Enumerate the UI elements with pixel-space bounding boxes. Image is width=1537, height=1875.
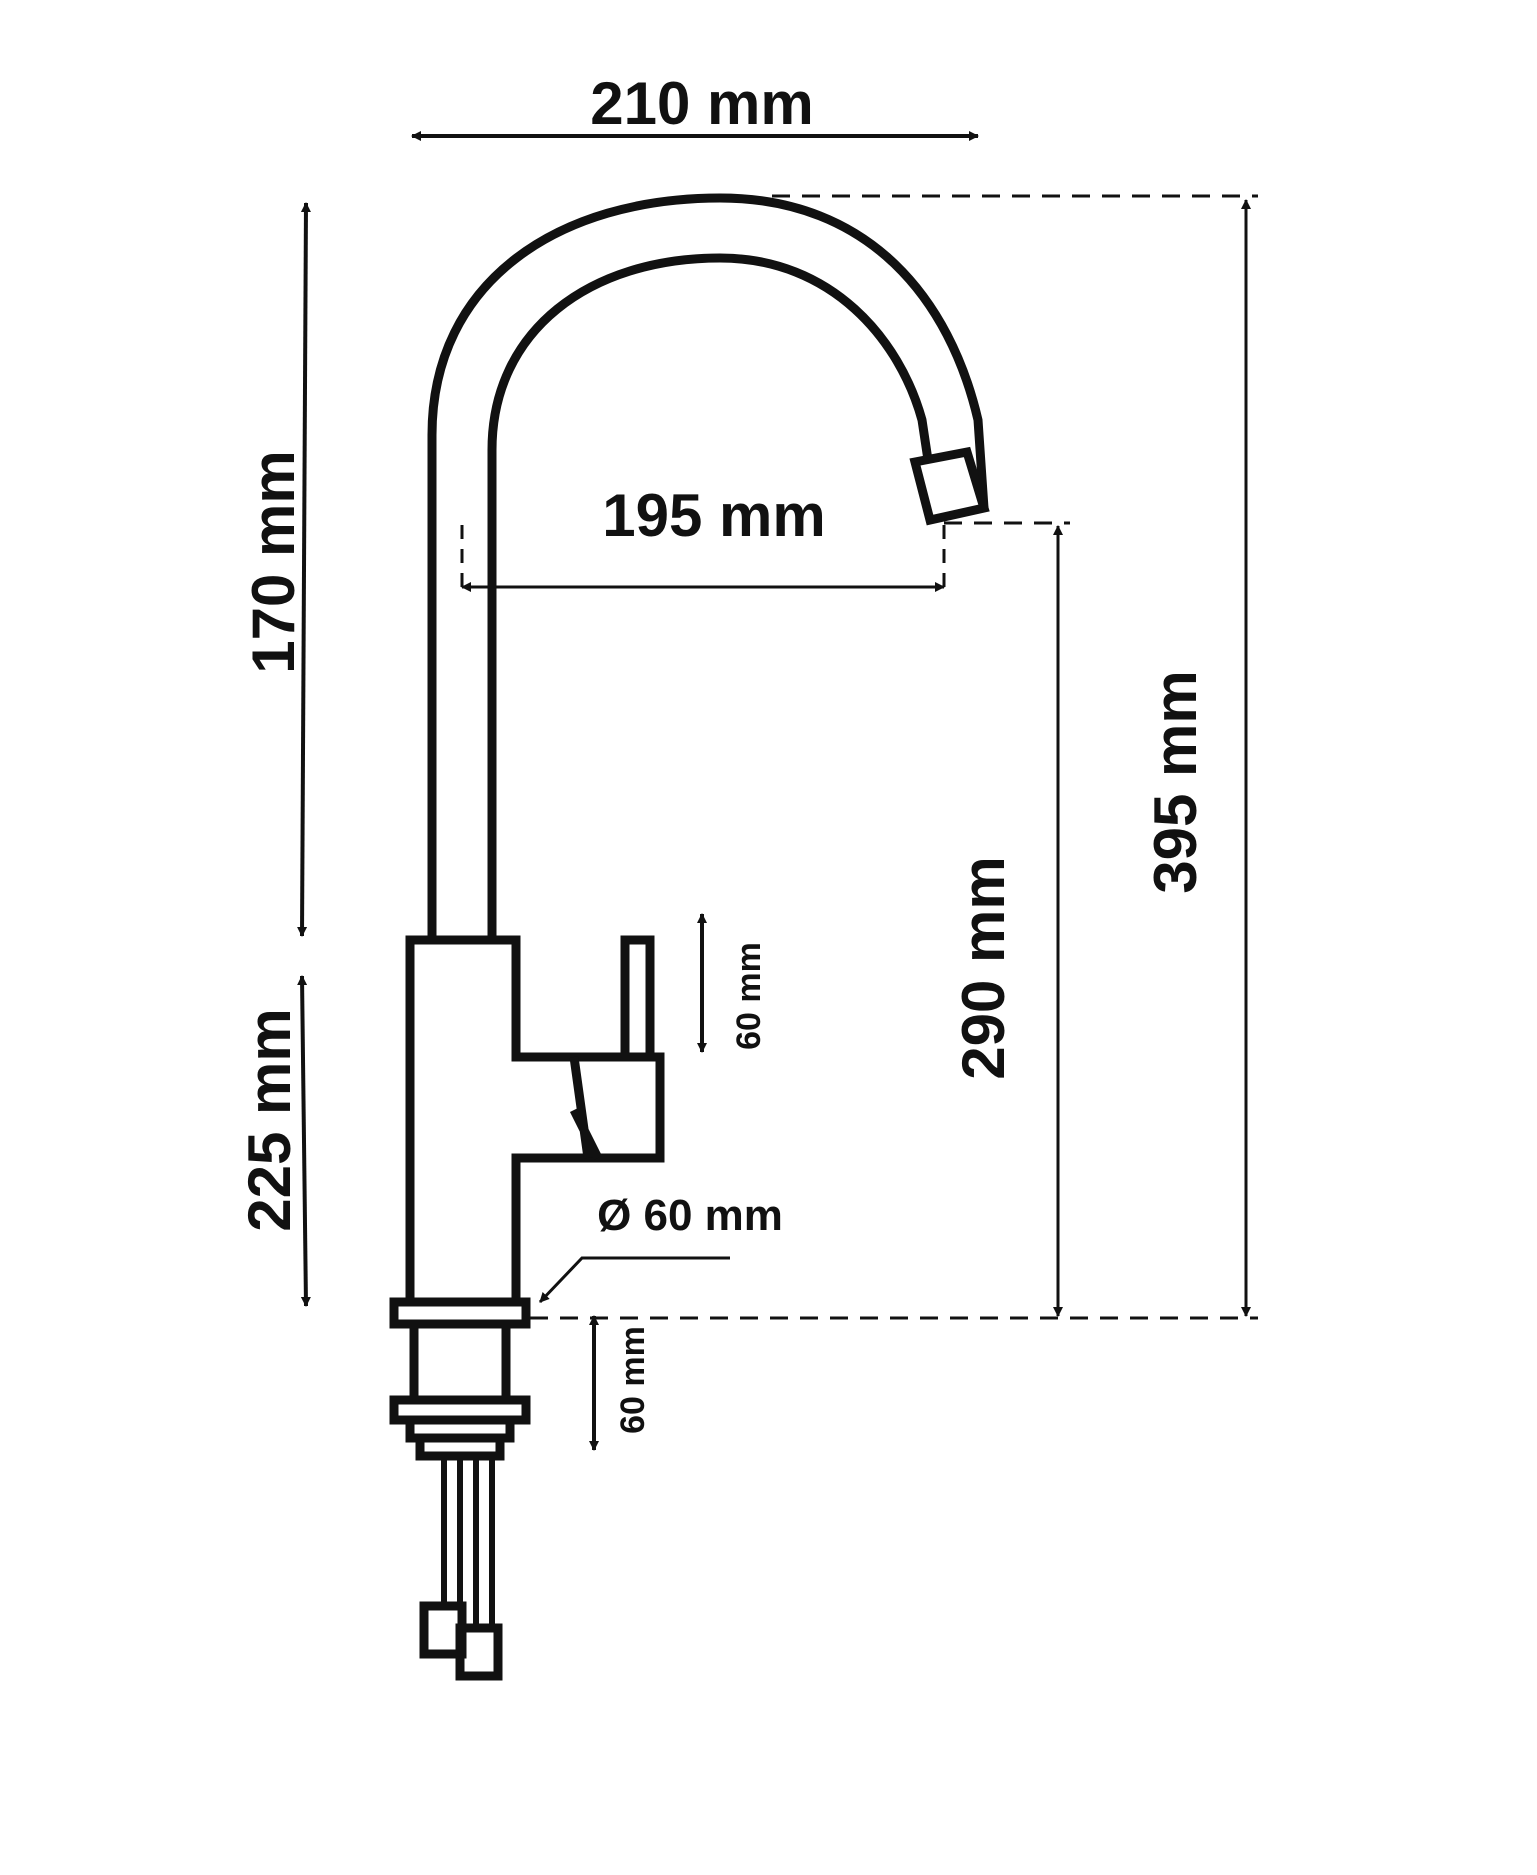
total-height-label: 395 mm bbox=[1142, 670, 1209, 893]
spout-height-arrow bbox=[297, 202, 311, 937]
hose-fitting-right bbox=[455, 1623, 503, 1681]
aerator-tip bbox=[909, 446, 990, 526]
width-total-label: 210 mm bbox=[590, 70, 813, 137]
clearance-label: 290 mm bbox=[950, 856, 1017, 1079]
lever-handle bbox=[620, 935, 655, 1062]
base-diameter-label: Ø 60 mm bbox=[597, 1191, 783, 1240]
nut-collar bbox=[415, 1433, 505, 1461]
cartridge-detail bbox=[569, 1056, 603, 1161]
body-height-arrow bbox=[297, 975, 311, 1307]
body-height-label: 225 mm bbox=[236, 1008, 303, 1231]
spout-inner-line bbox=[487, 253, 933, 940]
shank bbox=[409, 1319, 511, 1405]
shank-length-label: 60 mm bbox=[614, 1326, 652, 1434]
lever-height-label: 60 mm bbox=[730, 942, 768, 1050]
dimension-lines bbox=[297, 131, 1258, 1451]
diameter-leader bbox=[538, 1256, 730, 1304]
faucet-outline bbox=[389, 193, 990, 1681]
hose-lines bbox=[441, 1456, 495, 1628]
spout-outer-line bbox=[427, 193, 989, 940]
spout-reach-label: 195 mm bbox=[602, 482, 825, 549]
spout-height-label: 170 mm bbox=[240, 450, 307, 673]
